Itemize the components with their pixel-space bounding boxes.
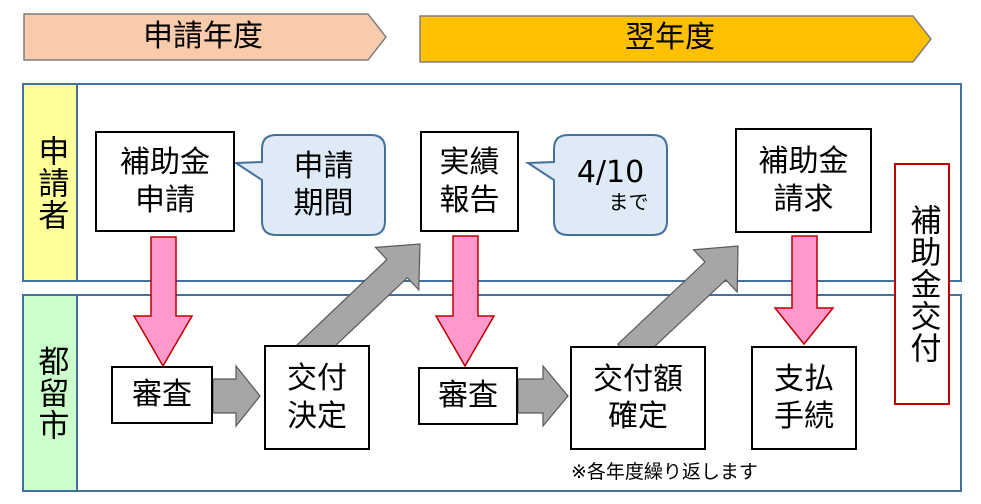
phase-arrows bbox=[23, 13, 932, 63]
callout-deadline-date: 4/10 bbox=[576, 154, 645, 190]
phase-label-application-year: 申請年度 bbox=[143, 19, 263, 54]
phase-label-next-year: 翌年度 bbox=[625, 20, 715, 55]
phase-arrow-application-year bbox=[23, 13, 387, 61]
phase-arrow-next-year bbox=[419, 15, 932, 63]
lane-label-city: 都留市 bbox=[22, 294, 78, 492]
step-review-1: 審査 bbox=[111, 366, 213, 424]
step-grant-decision: 交付 決定 bbox=[264, 345, 370, 450]
callout-deadline-suffix: まで bbox=[608, 189, 649, 214]
lane-label-applicant: 申請者 bbox=[22, 83, 78, 282]
step-performance-report: 実績 報告 bbox=[420, 131, 519, 232]
step-subsidy-grant: 補助金交付 bbox=[894, 163, 950, 405]
note-repeat-each-year: ※各年度繰り返します bbox=[571, 461, 758, 483]
step-subsidy-application: 補助金 申請 bbox=[95, 131, 235, 232]
callout-application-period: 申請 期間 bbox=[293, 148, 354, 222]
step-subsidy-claim: 補助金 請求 bbox=[735, 128, 872, 233]
step-amount-confirmation: 交付額 確定 bbox=[570, 346, 706, 450]
step-payment-procedure: 支払 手続 bbox=[751, 346, 857, 450]
callout-deadline: 4/10 まで bbox=[554, 135, 667, 235]
step-review-2: 審査 bbox=[418, 367, 518, 425]
